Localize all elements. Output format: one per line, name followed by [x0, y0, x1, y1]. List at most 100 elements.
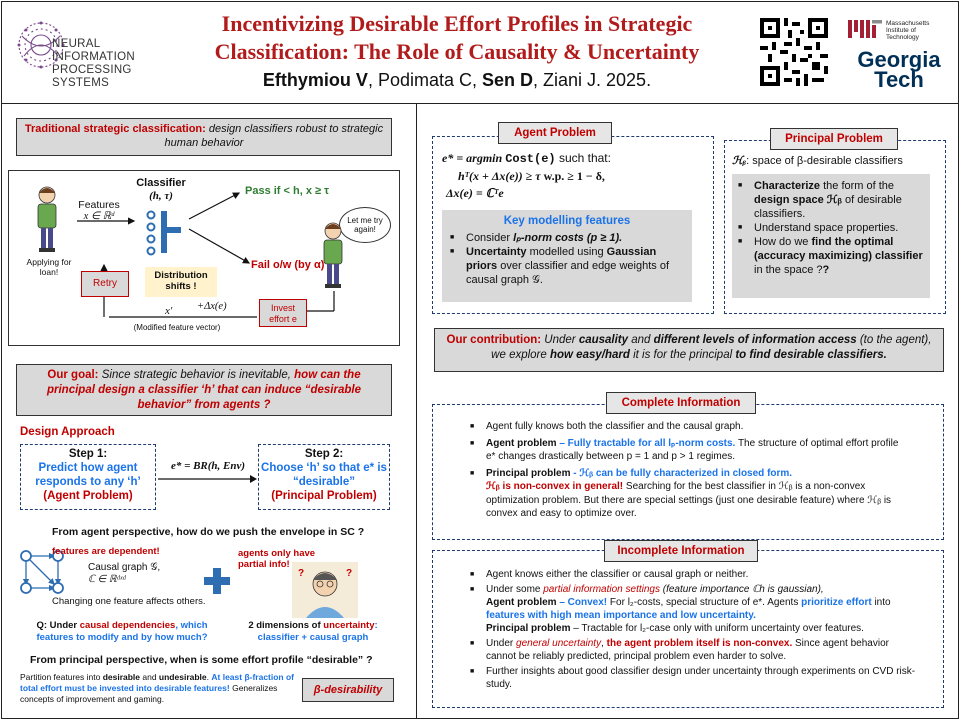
diagram-lines	[77, 192, 335, 318]
agent-equation: e* = argmin Cost(e) such that: hᵀ(x + Δx…	[442, 150, 710, 202]
beta-desirability-badge: β-desirability	[302, 678, 394, 702]
principal-problem-tab: Principal Problem	[770, 128, 898, 150]
traditional-head: Traditional strategic classification:	[24, 123, 206, 135]
principal-item-1: Characterize the form of the design spac…	[738, 179, 924, 221]
fail-label: Fail o/w (by α)	[251, 259, 325, 271]
step1-text: Predict how agent responds to any ‘h’	[35, 462, 141, 488]
step1-box: Step 1: Predict how agent responds to an…	[20, 444, 156, 510]
author-list: Efthymiou V, Podimata C, Sen D, Ziani J.…	[168, 70, 746, 91]
page-title: Incentivizing Desirable Effort Profiles …	[168, 10, 746, 66]
qr-code[interactable]	[760, 18, 828, 86]
principal-item-2: Understand space properties.	[738, 221, 924, 235]
key-item-1: Consider lₚ-norm costs (p ≥ 1).	[450, 231, 684, 245]
hbeta-line: ℋᵦ: space of β-desirable classifiers	[732, 154, 903, 167]
partition-e: .	[206, 672, 212, 682]
step2-box: Step 2: Choose ‘h’ so that e* is “desira…	[258, 444, 390, 510]
agent-problem-tab: Agent Problem	[498, 122, 612, 144]
retrying-person-icon	[323, 222, 343, 288]
author-1: Efthymiou V	[262, 70, 368, 90]
partition-text: Partition features into desirable and un…	[20, 672, 300, 705]
partition-c: and	[140, 672, 159, 682]
header-divider	[1, 103, 959, 104]
invest-box: Invest effort e	[259, 299, 307, 327]
plus-icon	[204, 568, 230, 594]
mit-line-1: Massachusetts	[886, 20, 930, 27]
mit-text: Massachusetts Institute of Technology	[886, 20, 929, 41]
author-sep-1: , Podimata C,	[367, 70, 482, 90]
goal-bold: how can the principal design a classifie…	[46, 369, 361, 411]
incomplete-item-1: Agent knows either the classifier or cau…	[470, 568, 918, 581]
gt-line-2: Tech	[874, 67, 924, 92]
distribution-box: Distribution shifts !	[145, 267, 217, 297]
key-modelling-box: Key modelling features Consider lₚ-norm …	[442, 210, 692, 302]
causal-graph-icon	[20, 550, 64, 594]
eq3-delta: Δx(e) = ℂᵀe	[446, 186, 504, 200]
partition-g: Generalizes concepts of improvement and …	[20, 683, 278, 704]
classifier-label: Classifier (h, τ)	[131, 177, 191, 203]
author-2: Sen D	[481, 70, 533, 90]
step2-text: Choose ‘h’ so that e* is “desirable”	[261, 462, 387, 488]
classifier-icon	[146, 210, 181, 256]
features-math: x ∈ ℝᵈ	[83, 211, 115, 222]
retry-box: Retry	[81, 271, 129, 297]
q-rest: , which features to modify and by how mu…	[36, 620, 208, 643]
hbeta-text: : space of β-desirable classifiers	[746, 155, 903, 167]
pass-label: Pass if < h, x ≥ τ	[245, 185, 330, 197]
applying-label: Applying for loan!	[26, 257, 72, 277]
partition-b: desirable	[102, 672, 141, 682]
step2-title: Step 2:	[304, 448, 344, 460]
partial-info: agents only have partial info!	[238, 548, 316, 570]
causal-graph-label: Causal graph 𝒢, ℂ ∈ ℝᵈˣᵈ	[88, 562, 160, 586]
step-arrow-icon	[158, 475, 257, 483]
qr-code-icon	[760, 18, 828, 86]
xprime-label: x′	[165, 305, 173, 317]
eq2-constraint: hᵀ(x + Δx(e)) ≥ τ	[458, 169, 541, 183]
neurips-line-1: NEURAL INFORMATION	[52, 38, 135, 63]
applicant-icon	[37, 186, 57, 252]
speech-bubble: Let me try again!	[339, 207, 391, 243]
eq1-such: such that:	[555, 151, 611, 165]
goal-text: Since strategic behavior is inevitable,	[98, 369, 295, 381]
neurips-mark-icon	[17, 21, 65, 69]
causal-graph-text: Causal graph 𝒢,	[88, 562, 161, 573]
contribution-box: Our contribution: Under causality and di…	[434, 328, 944, 372]
neurips-logo: NEURAL INFORMATION PROCESSING SYSTEMS	[12, 16, 172, 89]
gt-line-1: Georgia	[857, 47, 941, 72]
complete-info-list: Agent fully knows both the classifier an…	[470, 420, 910, 521]
title-line-2: Classification: The Role of Causality & …	[214, 39, 700, 64]
eq1-argmin: e* = argmin	[442, 151, 503, 165]
key-head: Key modelling features	[503, 215, 631, 227]
incomplete-item-3: Under general uncertainty, the agent pro…	[470, 637, 918, 663]
mit-logo: Massachusetts Institute of Technology	[848, 20, 948, 42]
features-label: Features x ∈ ℝᵈ	[69, 199, 129, 223]
strategic-diagram: Applying for loan! Features x ∈ ℝᵈ Class…	[8, 170, 400, 346]
dims-red: uncertainty	[323, 620, 375, 631]
mit-line-3: Technology	[886, 34, 919, 41]
traditional-text: design classifiers robust to strategic h…	[164, 123, 384, 149]
confused-person-icon: ? ?	[292, 562, 358, 618]
key-item-2: Uncertainty modelled using Gaussian prio…	[450, 245, 684, 287]
classifier-params: (h, τ)	[149, 190, 173, 202]
uncertainty-dims: 2 dimensions of uncertainty: classifier …	[228, 620, 398, 644]
partition-d: undesirable	[158, 672, 207, 682]
agent-perspective-q: From agent perspective, how do we push t…	[52, 526, 365, 538]
georgia-tech-logo: Georgia Tech	[846, 47, 952, 92]
mit-line-2: Institute of	[886, 27, 916, 34]
svg-text:?: ?	[346, 568, 352, 579]
q-red: causal dependencies	[79, 620, 176, 631]
complete-info-tab: Complete Information	[606, 392, 756, 414]
best-response-eq: e* = BR(h, Env)	[170, 460, 246, 472]
modified-label: (Modified feature vector)	[133, 323, 221, 332]
eq1-cost: Cost(e)	[505, 152, 556, 166]
neurips-line-2: PROCESSING SYSTEMS	[52, 64, 132, 89]
goal-head: Our goal:	[47, 369, 99, 381]
incomplete-item-2: Under some partial information settings …	[470, 583, 918, 635]
complete-item-1: Agent fully knows both the classifier an…	[470, 420, 910, 434]
step1-sub: (Agent Problem)	[43, 490, 133, 502]
principal-perspective-q: From principal perspective, when is some…	[30, 654, 373, 666]
author-sep-2: , Ziani J. 2025.	[533, 70, 652, 90]
mit-mark-icon	[848, 20, 882, 38]
causal-graph-math: ℂ ∈ ℝᵈˣᵈ	[88, 574, 126, 585]
incomplete-info-list: Agent knows either the classifier or cau…	[470, 568, 918, 691]
